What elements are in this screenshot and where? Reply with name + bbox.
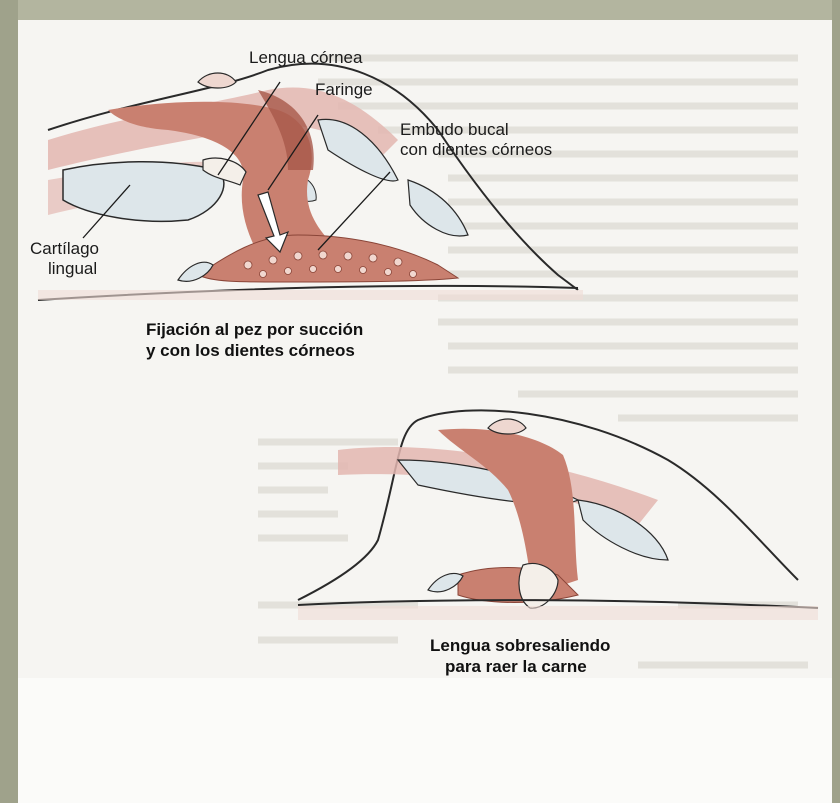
label-cartilago-line2: lingual bbox=[48, 259, 97, 279]
top-cartilage-lingual bbox=[63, 162, 224, 222]
label-embudo-line2: con dientes córneos bbox=[400, 140, 552, 160]
label-faringe: Faringe bbox=[315, 80, 373, 100]
caption-top-line1: Fijación al pez por succión bbox=[146, 319, 363, 340]
caption-top-line2: y con los dientes córneos bbox=[146, 340, 355, 361]
top-lamprey-diagram bbox=[38, 64, 583, 300]
label-cartilago-line1: Cartílago bbox=[30, 239, 99, 259]
caption-bottom-line2: para raer la carne bbox=[445, 656, 587, 677]
label-lengua-cornea: Lengua córnea bbox=[249, 48, 362, 68]
bottom-host-tissue bbox=[298, 606, 818, 620]
scan-frame-left bbox=[0, 0, 18, 803]
bottom-nasal-sac bbox=[488, 419, 526, 434]
scan-frame-top bbox=[0, 0, 840, 20]
caption-bottom-line1: Lengua sobresaliendo bbox=[430, 635, 610, 656]
label-embudo-line1: Embudo bucal bbox=[400, 120, 509, 140]
book-page: Lengua córnea Faringe Embudo bucal con d… bbox=[18, 20, 832, 803]
leader-embudo bbox=[318, 172, 390, 250]
scan-frame-right bbox=[832, 0, 840, 803]
top-oral-funnel bbox=[198, 235, 458, 282]
top-cartilage-right bbox=[408, 180, 468, 236]
top-nasal-sac bbox=[198, 73, 236, 88]
top-host-tissue bbox=[38, 290, 583, 300]
